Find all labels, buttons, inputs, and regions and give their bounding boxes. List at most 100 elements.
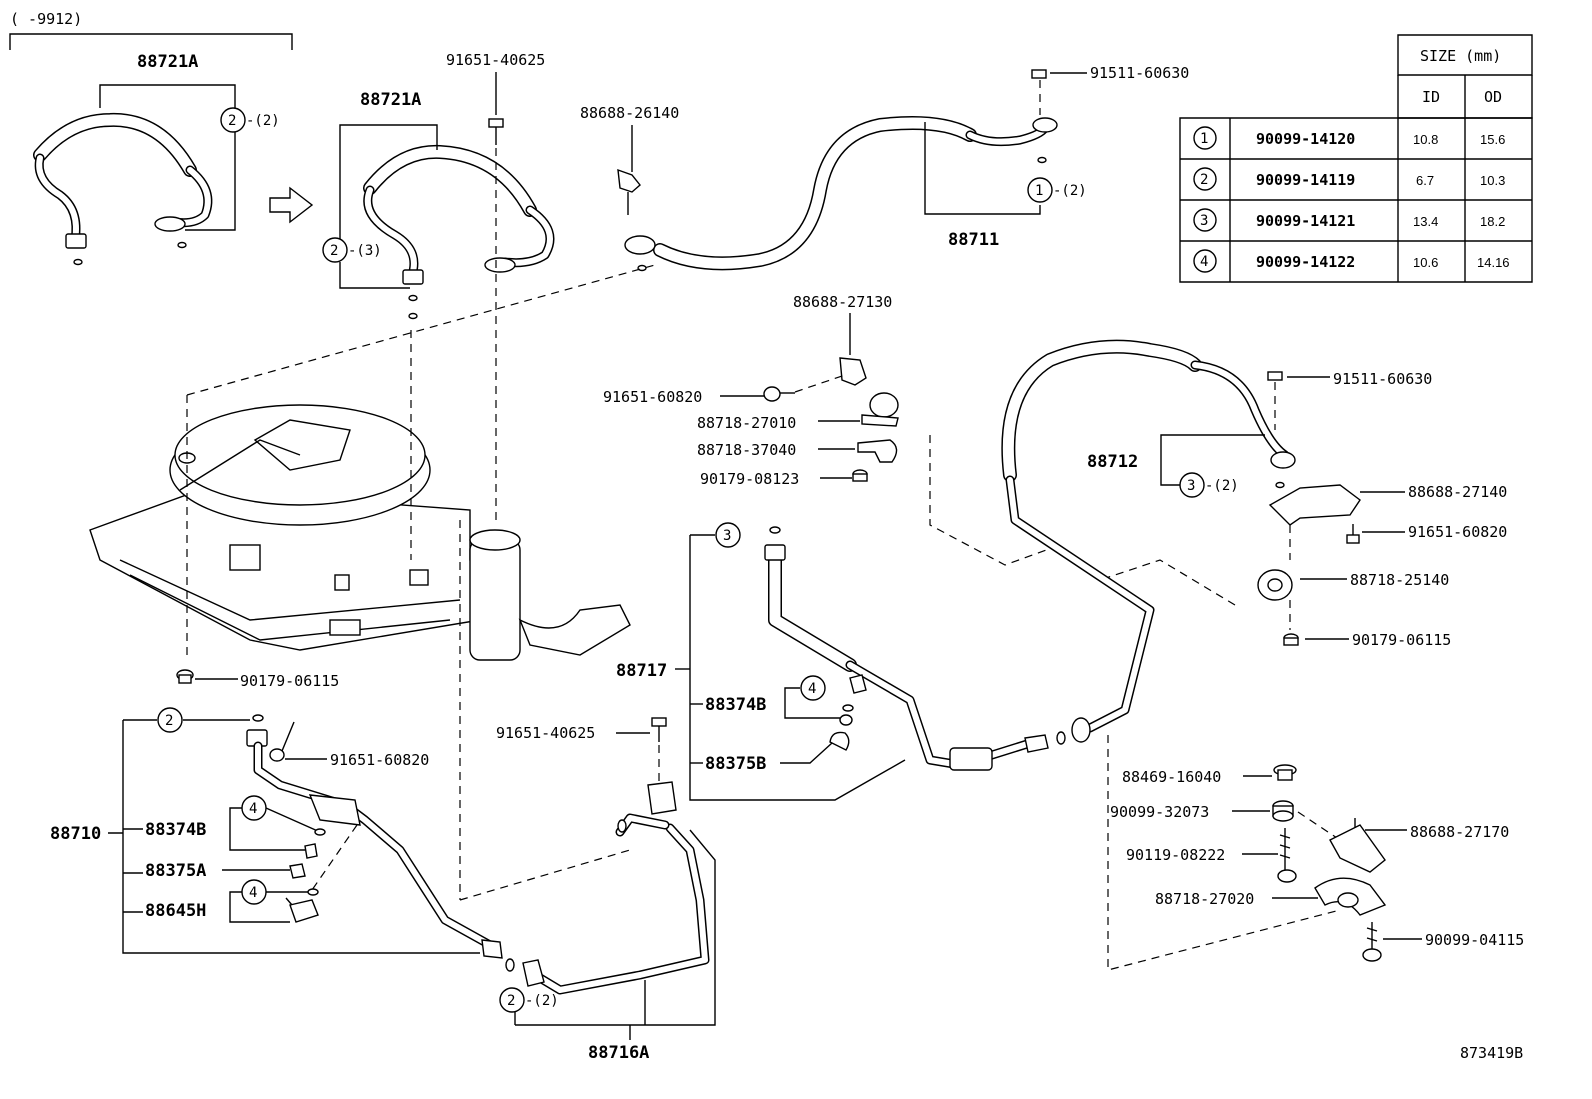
- bolt-91651-40625-top[interactable]: [488, 118, 504, 520]
- label-88688-27130: 88688-27130: [793, 293, 892, 311]
- svg-text:3: 3: [723, 528, 731, 544]
- pipe-assembly-88716A[interactable]: [505, 781, 710, 995]
- svg-text:1: 1: [1035, 183, 1043, 199]
- label-88721A-old: 88721A: [137, 52, 198, 72]
- nut-90179-06115-right[interactable]: [1283, 633, 1299, 646]
- marker-1-hose: 1 -(2): [1027, 177, 1087, 203]
- label-88375A: 88375A: [145, 861, 206, 881]
- date-range-bracket: ( -9912): [9, 10, 293, 50]
- label-88711: 88711: [948, 230, 999, 250]
- marker-4-pipe: 4: [800, 675, 826, 701]
- marker-3-hose: 3 -(2): [1179, 472, 1239, 498]
- svg-text:2: 2: [228, 113, 236, 129]
- hose-size-table: SIZE (mm) ID OD 1 90099-14120 10.8 15.6 …: [1179, 34, 1533, 283]
- svg-text:14.16: 14.16: [1477, 255, 1510, 270]
- label-91511-60630-right: 91511-60630: [1333, 370, 1432, 388]
- bolt-90099-04115[interactable]: [1362, 922, 1382, 962]
- label-90099-04115: 90099-04115: [1425, 931, 1524, 949]
- svg-text:4: 4: [1200, 254, 1208, 270]
- cap-88375B[interactable]: [829, 731, 850, 751]
- bracket-88688-27170[interactable]: [1329, 818, 1386, 873]
- oring-88645H[interactable]: [307, 888, 319, 896]
- leader-oring-a: [265, 807, 321, 833]
- leader-88374B-88710-o: [229, 807, 305, 851]
- label-88716A: 88716A: [588, 1043, 649, 1063]
- hose-assembly-88712[interactable]: [1001, 339, 1296, 489]
- size-table-col-id: ID: [1422, 88, 1440, 106]
- bolt-91651-40625-mid[interactable]: [651, 717, 667, 785]
- label-91651-40625-top: 91651-40625: [446, 51, 545, 69]
- compressor-assembly: [89, 264, 656, 901]
- leader-88721A-a: [339, 124, 438, 252]
- cushion-88718-25140[interactable]: [1257, 569, 1293, 630]
- svg-text:3: 3: [1200, 213, 1208, 229]
- leader-88721A-old: [99, 84, 236, 231]
- date-range-label: ( -9912): [10, 10, 82, 28]
- bracket-88688-27140[interactable]: [1268, 484, 1361, 560]
- hose-assembly-88721A-old[interactable]: [33, 112, 213, 266]
- change-arrow-icon: [269, 186, 314, 224]
- grommet-88469-16040[interactable]: [1273, 764, 1297, 781]
- bolt-91651-60820-mid[interactable]: [763, 374, 846, 402]
- leader-88712-top: [1160, 434, 1265, 475]
- label-90179-06115-left: 90179-06115: [240, 672, 339, 690]
- clamp-88718-37040[interactable]: [857, 439, 898, 463]
- oring-88374B-left[interactable]: [314, 828, 326, 836]
- label-90179-08123: 90179-08123: [700, 470, 799, 488]
- marker-4-88710-b: 4: [241, 879, 267, 905]
- svg-text:2: 2: [507, 993, 515, 1009]
- size-table-row: 2 90099-14119 6.7 10.3: [1193, 167, 1505, 191]
- svg-text:-(3): -(3): [348, 243, 382, 259]
- bolt-91651-60820-left[interactable]: [269, 721, 295, 762]
- hose-assembly-88711[interactable]: [624, 69, 1058, 272]
- svg-text:6.7: 6.7: [1416, 173, 1434, 188]
- label-88374B-pipe: 88374B: [705, 695, 766, 715]
- svg-text:90099-14119: 90099-14119: [1256, 171, 1355, 189]
- dashed-guide-90099-32073: [1297, 811, 1341, 841]
- leader-88645H-o: [229, 891, 290, 923]
- label-88469-16040: 88469-16040: [1122, 768, 1221, 786]
- svg-text:13.4: 13.4: [1413, 214, 1438, 229]
- clamp-88688-26140[interactable]: [617, 168, 641, 215]
- cushion-90099-32073[interactable]: [1272, 800, 1294, 822]
- pipe-assembly-88710[interactable]: [246, 714, 503, 959]
- bolt-91651-60820-right[interactable]: [1346, 524, 1360, 544]
- size-table-row: 3 90099-14121 13.4 18.2: [1193, 208, 1505, 232]
- label-88688-26140: 88688-26140: [580, 104, 679, 122]
- svg-text:-(2): -(2): [1053, 183, 1087, 199]
- label-88718-27010: 88718-27010: [697, 414, 796, 432]
- marker-2-88710: 2: [157, 707, 183, 733]
- bolt-90119-08222[interactable]: [1277, 828, 1297, 883]
- cushion-88718-27010[interactable]: [861, 392, 899, 427]
- pipe-assembly-88717[interactable]: [764, 475, 1155, 771]
- cap-88374B-left[interactable]: [304, 843, 318, 859]
- clamp-88718-27020[interactable]: [1314, 877, 1387, 916]
- svg-text:10.6: 10.6: [1413, 255, 1438, 270]
- hose-assembly-88721A[interactable]: [363, 144, 555, 320]
- svg-text:10.8: 10.8: [1413, 132, 1438, 147]
- svg-text:-(2): -(2): [525, 993, 559, 1009]
- svg-text:90099-14121: 90099-14121: [1256, 212, 1355, 230]
- dashed-guide-88718-25140: [1099, 559, 1236, 606]
- marker-4-88710-a: 4: [241, 795, 267, 821]
- marker-2-hose: 2 -(3): [322, 237, 382, 263]
- svg-text:18.2: 18.2: [1480, 214, 1505, 229]
- leader-88712-bottom: [1160, 475, 1180, 486]
- svg-text:4: 4: [808, 681, 816, 697]
- label-88375B: 88375B: [705, 754, 766, 774]
- oring-88374B[interactable]: [839, 704, 854, 726]
- svg-text:4: 4: [249, 885, 257, 901]
- clamp-88688-27130[interactable]: [839, 357, 867, 386]
- cap-88375A[interactable]: [289, 863, 306, 879]
- switch-88645H[interactable]: [285, 897, 319, 923]
- nut-90179-06115-left[interactable]: [176, 669, 194, 684]
- label-91651-60820-right: 91651-60820: [1408, 523, 1507, 541]
- label-91651-60820-mid: 91651-60820: [603, 388, 702, 406]
- nut-90179-08123[interactable]: [852, 469, 868, 482]
- svg-text:2: 2: [330, 243, 338, 259]
- marker-2-old-hose: 2 -(2): [220, 107, 280, 133]
- label-90099-32073: 90099-32073: [1110, 803, 1209, 821]
- leader-88710: [122, 720, 480, 954]
- svg-text:90099-14122: 90099-14122: [1256, 253, 1355, 271]
